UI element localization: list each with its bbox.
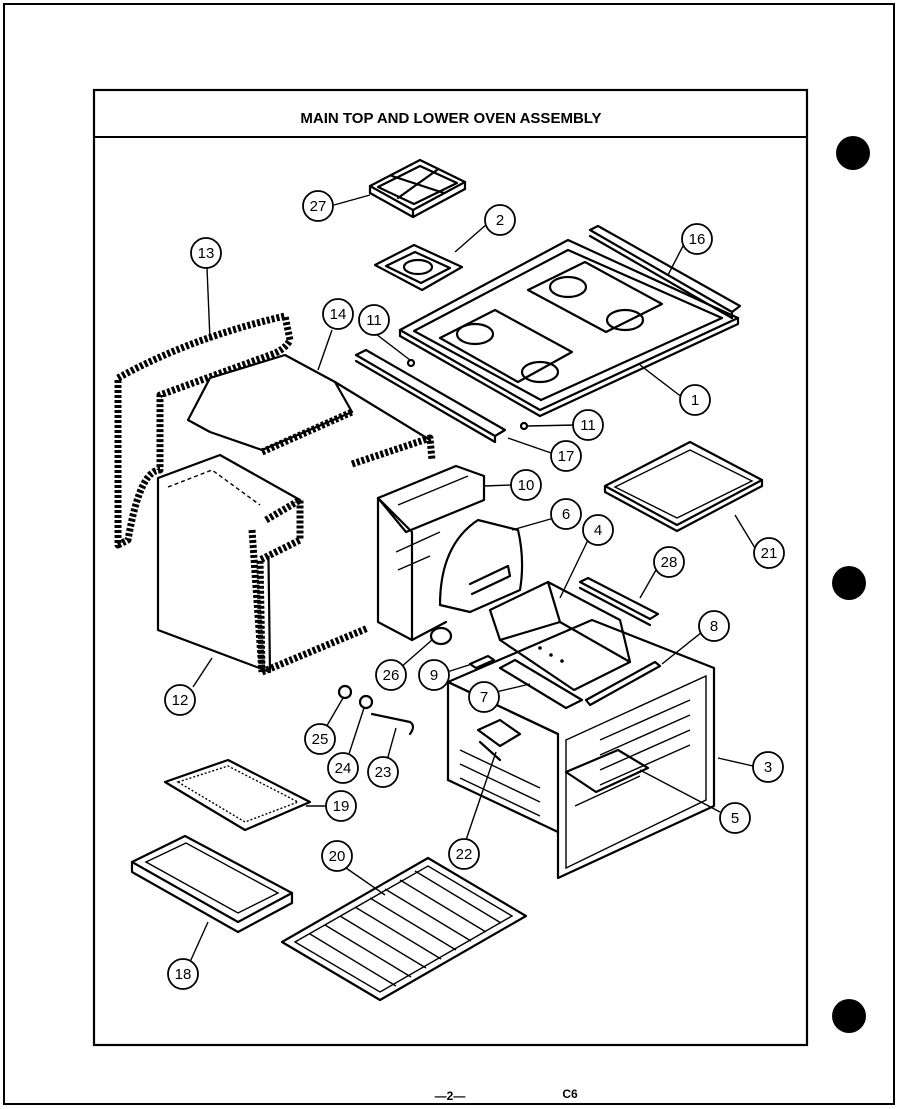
part-screw-left: [406, 358, 416, 368]
callout-19: 19: [325, 790, 357, 822]
part-bracket: [476, 718, 522, 762]
callout-22-label: 22: [456, 846, 473, 863]
callout-10-label: 10: [518, 477, 535, 494]
part-cooktop: [398, 238, 740, 418]
part-nut: [337, 684, 353, 700]
callout-24: 24: [327, 752, 359, 784]
callout-11-lower-label: 11: [580, 417, 596, 434]
part-hook: [370, 712, 415, 736]
page-number: —2—: [435, 1089, 466, 1103]
part-bottom-plate: [498, 658, 584, 710]
part-grate: [368, 158, 467, 219]
callout-25: 25: [304, 723, 336, 755]
callout-7: 7: [468, 681, 500, 713]
callout-8: 8: [698, 610, 730, 642]
callout-13: 13: [190, 237, 222, 269]
callout-12-label: 12: [172, 692, 189, 709]
callout-8-label: 8: [710, 618, 718, 635]
callout-4-label: 4: [594, 522, 602, 539]
callout-10: 10: [510, 469, 542, 501]
part-oven-rack: [280, 856, 528, 1002]
part-oven-body: [446, 618, 716, 880]
callout-6: 6: [550, 498, 582, 530]
callout-14: 14: [322, 298, 354, 330]
callout-21-label: 21: [761, 545, 778, 562]
part-front-trim: [354, 348, 507, 444]
callout-18: 18: [167, 958, 199, 990]
callout-9: 9: [418, 659, 450, 691]
callout-16-label: 16: [689, 231, 706, 248]
part-deflector: [438, 518, 524, 614]
part-strip: [578, 576, 660, 627]
callout-2: 2: [484, 204, 516, 236]
callout-17: 17: [550, 440, 582, 472]
callout-16: 16: [681, 223, 713, 255]
callout-21: 21: [753, 537, 785, 569]
part-side-insulation: [114, 312, 294, 549]
diagram-title: MAIN TOP AND LOWER OVEN ASSEMBLY: [300, 110, 601, 127]
callout-12: 12: [164, 684, 196, 716]
part-broiler-rack: [163, 758, 312, 832]
callout-5-label: 5: [731, 810, 739, 827]
callout-3: 3: [752, 751, 784, 783]
binder-hole-middle: [832, 566, 866, 600]
callout-3-label: 3: [764, 759, 772, 776]
callout-20-label: 20: [329, 848, 346, 865]
callout-9-label: 9: [430, 667, 438, 684]
part-orifice: [429, 626, 453, 646]
callout-17-label: 17: [558, 448, 575, 465]
callout-22: 22: [448, 838, 480, 870]
callout-14-label: 14: [330, 306, 347, 323]
callout-26-label: 26: [383, 667, 400, 684]
callout-7-label: 7: [480, 689, 488, 706]
page-border: [3, 3, 895, 1105]
callout-25-label: 25: [312, 731, 329, 748]
callout-13-label: 13: [198, 245, 215, 262]
callout-11-upper: 11: [358, 304, 390, 336]
part-oven-insulation: [156, 453, 370, 676]
part-clip: [468, 654, 496, 670]
callout-20: 20: [321, 840, 353, 872]
binder-hole-top: [836, 136, 870, 170]
part-inner-pan: [564, 748, 650, 794]
margin-mark: C6: [562, 1087, 578, 1101]
callout-26: 26: [375, 659, 407, 691]
part-washer: [358, 694, 374, 710]
part-rear-trim: [588, 224, 742, 320]
callout-23: 23: [367, 756, 399, 788]
leader-lines: [189, 194, 756, 963]
part-rail: [584, 660, 662, 707]
part-top-insulation: [186, 353, 436, 468]
callout-28-label: 28: [661, 554, 678, 571]
binder-hole-bottom: [832, 999, 866, 1033]
callout-19-label: 19: [333, 798, 350, 815]
callout-2-label: 2: [496, 212, 504, 229]
part-broiler-pan: [130, 834, 294, 934]
part-burner-bowl: [373, 243, 464, 292]
callout-11-upper-label: 11: [366, 312, 382, 329]
callout-11-lower: 11: [572, 409, 604, 441]
part-screw-right: [519, 421, 529, 431]
part-back-panel: [376, 464, 486, 642]
callout-24-label: 24: [335, 760, 352, 777]
callout-4: 4: [582, 514, 614, 546]
callout-18-label: 18: [175, 966, 192, 983]
callout-1: 1: [679, 384, 711, 416]
callout-1-label: 1: [691, 392, 699, 409]
callout-27: 27: [302, 190, 334, 222]
callout-27-label: 27: [310, 198, 327, 215]
callout-5: 5: [719, 802, 751, 834]
callout-28: 28: [653, 546, 685, 578]
part-broiler-burner: [488, 580, 632, 692]
part-top-panel: [603, 440, 764, 533]
diagram-frame: [92, 88, 809, 1047]
callout-6-label: 6: [562, 506, 570, 523]
callout-23-label: 23: [375, 764, 392, 781]
